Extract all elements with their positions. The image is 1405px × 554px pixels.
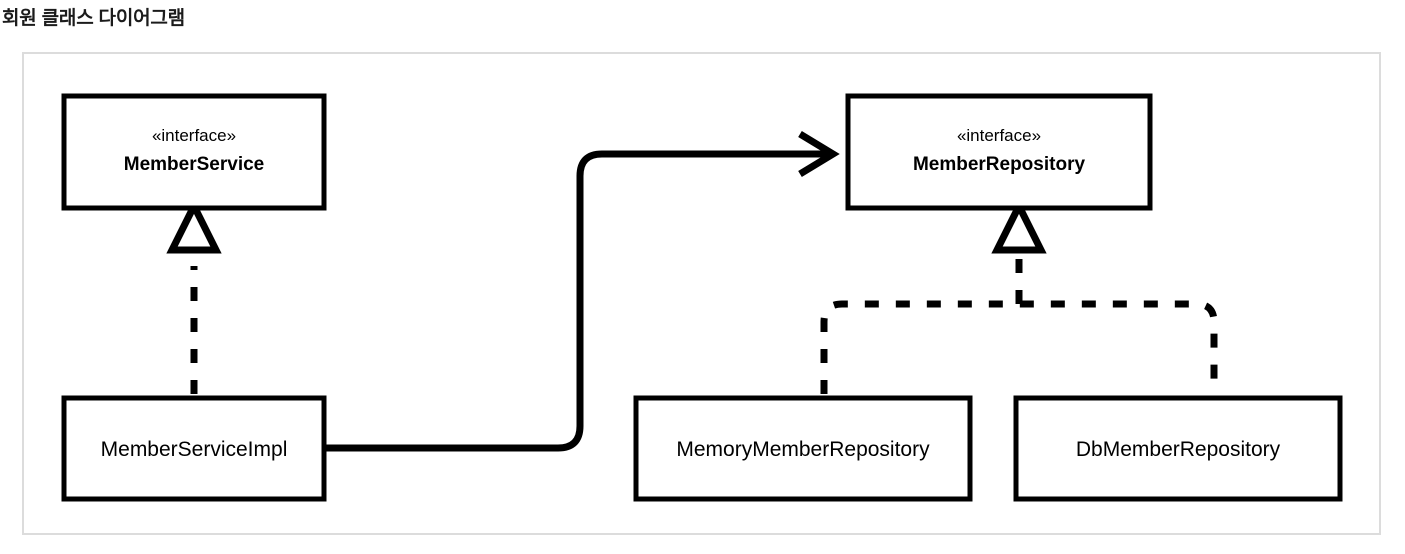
diagram-frame: MemberRepository ===== --> «interface» M…: [22, 52, 1381, 535]
class-name: MemoryMemberRepository: [676, 438, 930, 461]
class-stereotype: «interface»: [957, 126, 1041, 145]
class-name: MemberRepository: [913, 154, 1086, 175]
edge-impl-uses-repository: [324, 131, 840, 452]
hollow-triangle-icon: [991, 198, 1047, 254]
edge-repositories-realize-repository: [820, 198, 1218, 425]
class-box-member-service[interactable]: «interface» MemberService: [61, 93, 327, 211]
page-title: 회원 클래스 다이어그램: [2, 8, 185, 29]
realization-branch-line: [820, 300, 1218, 425]
class-box-member-repository[interactable]: «interface» MemberRepository: [845, 93, 1153, 211]
hollow-triangle-icon: [166, 198, 222, 254]
class-stereotype: «interface»: [152, 126, 236, 145]
class-name: MemberService: [124, 154, 264, 175]
open-arrowhead-icon: [798, 131, 840, 177]
class-box-db-member-repository[interactable]: DbMemberRepository: [1013, 395, 1343, 502]
class-box-rect: [61, 93, 327, 211]
edge-impl-realizes-service: [166, 198, 222, 425]
class-box-rect: [633, 395, 973, 502]
class-box-rect: [845, 93, 1153, 211]
class-box-member-service-impl[interactable]: MemberServiceImpl: [61, 395, 327, 502]
class-name: MemberServiceImpl: [101, 438, 288, 461]
class-diagram-canvas: MemberRepository ===== --> «interface» M…: [61, 93, 1343, 502]
class-box-memory-member-repository[interactable]: MemoryMemberRepository: [633, 395, 973, 502]
class-box-rect: [61, 395, 327, 502]
class-name: DbMemberRepository: [1076, 438, 1281, 461]
class-box-rect: [1013, 395, 1343, 502]
association-solid-line: [324, 150, 829, 452]
